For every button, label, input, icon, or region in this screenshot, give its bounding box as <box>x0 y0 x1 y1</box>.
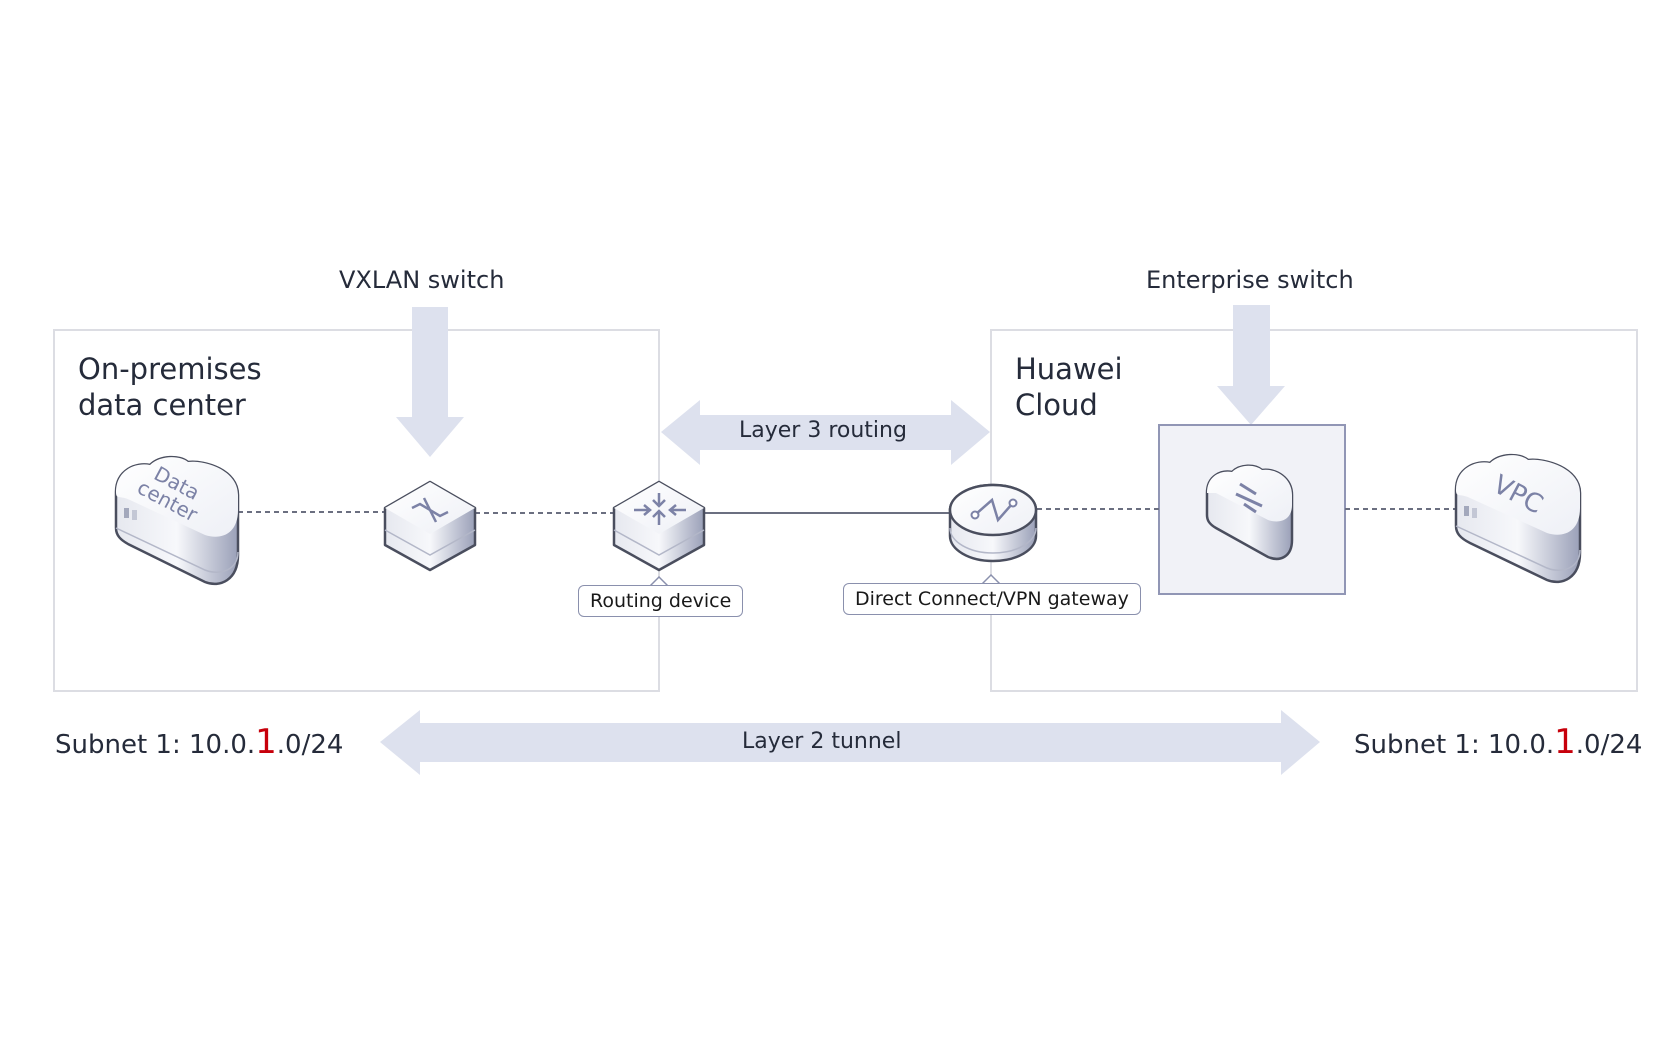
cloud-title-line2: Cloud <box>1015 388 1098 422</box>
left-subnet-highlight: 1 <box>255 722 277 762</box>
routing-callout-pointer <box>649 575 669 587</box>
gateway-icon <box>948 483 1038 563</box>
right-subnet-suffix: .0/24 <box>1575 730 1643 760</box>
left-subnet-suffix: .0/24 <box>276 730 344 760</box>
routing-device-callout: Routing device <box>578 585 744 617</box>
right-subnet-prefix: Subnet 1: 10.0. <box>1354 730 1555 760</box>
enterprise-switch-label: Enterprise switch <box>1146 266 1354 294</box>
layer2-arrow <box>380 710 1320 775</box>
enterprise-switch-icon <box>1205 464 1294 561</box>
layer3-arrow <box>661 400 990 465</box>
layer2-tunnel-label: Layer 2 tunnel <box>742 729 902 754</box>
gateway-callout: Direct Connect/VPN gateway <box>843 583 1141 615</box>
enterprise-pointer-arrow <box>1217 305 1285 425</box>
datacenter-icon <box>114 455 240 586</box>
right-subnet-highlight: 1 <box>1554 722 1576 762</box>
vxlan-pointer-arrow <box>396 307 464 457</box>
right-subnet-label: Subnet 1: 10.0.1.0/24 <box>1354 722 1642 762</box>
onprem-title-line1: On-premises <box>78 352 262 386</box>
vpc-icon <box>1454 453 1582 584</box>
vxlan-switch-icon <box>383 480 477 572</box>
left-subnet-label: Subnet 1: 10.0.1.0/24 <box>55 722 343 762</box>
left-subnet-prefix: Subnet 1: 10.0. <box>55 730 256 760</box>
onprem-title-line2: data center <box>78 388 246 422</box>
routing-device-icon <box>612 480 706 572</box>
cloud-region-title: Huawei Cloud <box>1015 351 1123 423</box>
layer3-routing-label: Layer 3 routing <box>739 418 907 443</box>
onprem-region-title: On-premises data center <box>78 351 262 423</box>
gateway-callout-pointer <box>981 573 1001 585</box>
vxlan-switch-label: VXLAN switch <box>339 266 505 294</box>
cloud-title-line1: Huawei <box>1015 352 1123 386</box>
